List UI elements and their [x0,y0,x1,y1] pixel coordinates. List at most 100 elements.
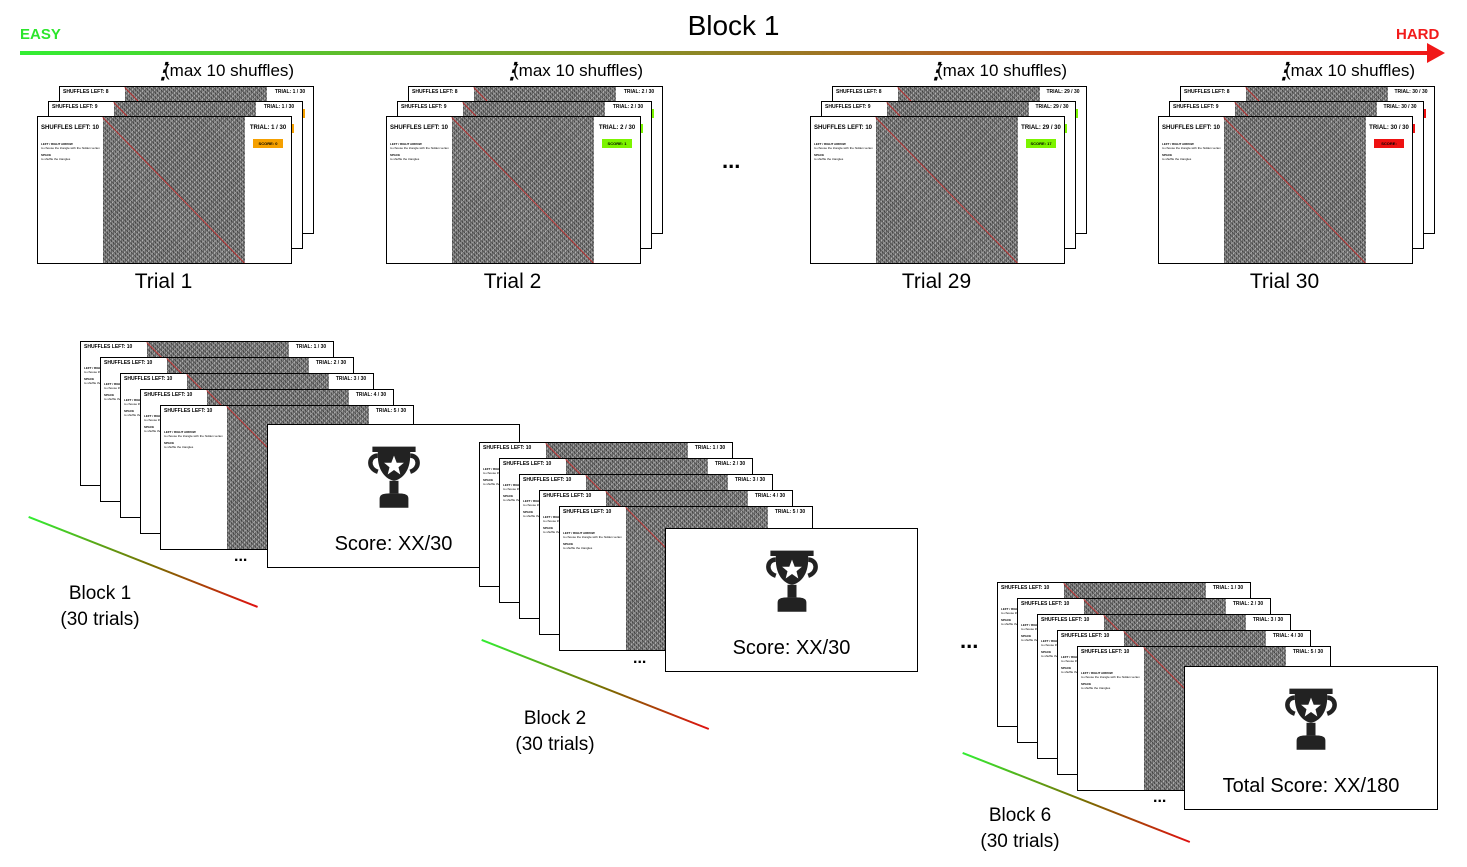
shuffles-left-label: SHUFFLES LEFT: 10 [503,461,552,467]
block-score-screen: Score: XX/30 [665,528,918,672]
instruction-line: SPACE [164,441,175,446]
trial-counter: TRIAL: 2 / 30 [1232,601,1264,607]
instruction-line: SPACE [483,478,494,483]
instruction-line: LEFT / RIGHT ARROW [1021,623,1053,628]
instruction-line: SPACE [523,510,534,515]
instruction-line: to choose the triangle with the hidden v… [41,145,100,150]
trial-caption: Trial 1 [134,270,193,293]
shuffles-left-label: SHUFFLES LEFT: 8 [412,89,458,95]
shuffles-left-label: SHUFFLES LEFT: 10 [523,477,572,483]
shuffles-left-label: SHUFFLES LEFT: 10 [41,125,100,132]
trial-counter: TRIAL: 3 / 30 [734,477,766,483]
instruction-line: to shuffle the triangles [164,445,194,450]
instruction-line: to shuffle the triangles [543,530,573,535]
instruction-line: SPACE [390,152,401,157]
trial-counter: TRIAL: 4 / 30 [1272,633,1304,639]
instruction-line: SPACE [503,494,514,499]
instruction-line: SPACE [104,393,115,398]
instruction-line: to shuffle the triangles [483,482,513,487]
instruction-line: to shuffle the triangles [814,156,844,161]
hard-label: HARD [1396,26,1440,43]
instruction-line: SPACE [543,526,554,531]
shuffles-left-label: SHUFFLES LEFT: 10 [543,493,592,499]
shuffles-left-label: SHUFFLES LEFT: 8 [63,89,109,95]
shuffles-left-label: SHUFFLES LEFT: 10 [390,125,449,132]
instruction-line: to shuffle the triangles [390,156,420,161]
trial-counter: TRIAL: 3 / 30 [335,376,367,382]
block-label: Block 6 (30 trials) [960,803,1080,855]
shuffles-left-label: SHUFFLES LEFT: 8 [836,89,882,95]
instruction-line: LEFT / RIGHT ARROW [390,141,422,146]
instruction-line: SPACE [814,152,825,157]
instruction-line: to choose the triangle with the hidden v… [563,535,622,540]
instruction-line: SPACE [1061,666,1072,671]
shuffles-left-label: SHUFFLES LEFT: 10 [1061,633,1110,639]
trial-counter: TRIAL: 5 / 30 [1292,649,1324,655]
block-label-title: Block 6 [988,805,1052,826]
instruction-line: LEFT / RIGHT ARROW [1162,141,1194,146]
trial-counter: TRIAL: 2 / 30 [612,104,644,110]
instruction-line: to shuffle the triangles [124,413,154,418]
shuffles-left-label: SHUFFLES LEFT: 10 [563,509,612,515]
trial-counter: TRIAL: 1 / 30 [263,104,295,110]
task-screen: SHUFFLES LEFT: 10 TRIAL: 30 / 30 LEFT / RI… [1158,116,1413,264]
instruction-line: to choose the triangle with the hidden v… [1081,675,1140,680]
trophy-icon [358,443,430,520]
score-text: Score: XX/30 [732,637,851,659]
trial-counter: TRIAL: 29 / 30 [1035,104,1069,110]
shuffles-left-label: SHUFFLES LEFT: 10 [814,125,873,132]
trial-counter: TRIAL: 29 / 30 [1021,125,1061,132]
instruction-line: LEFT / RIGHT ARROW [1001,607,1033,612]
easy-label: EASY [20,26,61,43]
instruction-line: LEFT / RIGHT ARROW [84,366,116,371]
stack-ellipsis: ... [234,548,248,565]
instruction-line: to choose the triangle with the hidden v… [814,145,873,150]
trial-counter: TRIAL: 4 / 30 [754,493,786,499]
instruction-line: LEFT / RIGHT ARROW [164,430,196,435]
instruction-line: LEFT / RIGHT ARROW [523,499,555,504]
trophy-icon [1275,685,1347,762]
trial-counter: TRIAL: 2 / 30 [315,360,347,366]
block-label-trials: (30 trials) [980,831,1060,852]
shuffles-left-label: SHUFFLES LEFT: 10 [1001,585,1050,591]
block-score-screen: Score: XX/30 [267,424,520,568]
instruction-line: to shuffle the triangles [523,514,553,519]
trial-counter: TRIAL: 30 / 30 [1369,125,1409,132]
instruction-line: SPACE [1001,618,1012,623]
shuffles-left-label: SHUFFLES LEFT: 10 [1162,125,1221,132]
instruction-line: to shuffle the triangles [563,546,593,551]
instruction-line: to shuffle the triangles [41,156,71,161]
instruction-line: to shuffle the triangles [1001,622,1031,627]
instruction-line: SPACE [1041,650,1052,655]
trial-caption: Trial 29 [901,270,972,293]
shuffles-left-label: SHUFFLES LEFT: 10 [1021,601,1070,607]
max-shuffles-note: (max 10 shuffles) [164,61,295,80]
block-label-trials: (30 trials) [60,609,140,630]
trial-counter: TRIAL: 1 / 30 [295,344,327,350]
trial-counter: TRIAL: 4 / 30 [355,392,387,398]
block-label-title: Block 2 [523,708,587,729]
instruction-line: to shuffle the triangles [144,429,174,434]
block-label-title: Block 1 [68,583,132,604]
instruction-line: LEFT / RIGHT ARROW [563,531,595,536]
trial-counter: TRIAL: 1 / 30 [249,125,287,132]
score-text: Score: XX/30 [334,533,453,555]
trial-counter: TRIAL: 1 / 30 [274,89,306,95]
block-label-trials: (30 trials) [515,734,595,755]
vertical-ellipsis-icon: ⋮ [1273,58,1295,83]
shuffles-left-label: SHUFFLES LEFT: 9 [401,104,447,110]
difficulty-arrowhead [1427,43,1445,63]
instruction-line: to shuffle the triangles [1041,654,1071,659]
instruction-line: SPACE [84,377,95,382]
stack-ellipsis: ... [633,650,647,667]
instruction-line: to shuffle the triangles [503,498,533,503]
instruction-line: LEFT / RIGHT ARROW [483,467,515,472]
instruction-line: SPACE [1162,152,1173,157]
block-title: Block 1 [687,10,780,41]
score-badge: SCORE: 0 [253,138,283,148]
score-badge: SCORE: 17 [1026,138,1056,148]
trial-counter: TRIAL: 3 / 30 [1252,617,1284,623]
instruction-line: LEFT / RIGHT ARROW [144,414,176,419]
instruction-line: to shuffle the triangles [84,381,114,386]
